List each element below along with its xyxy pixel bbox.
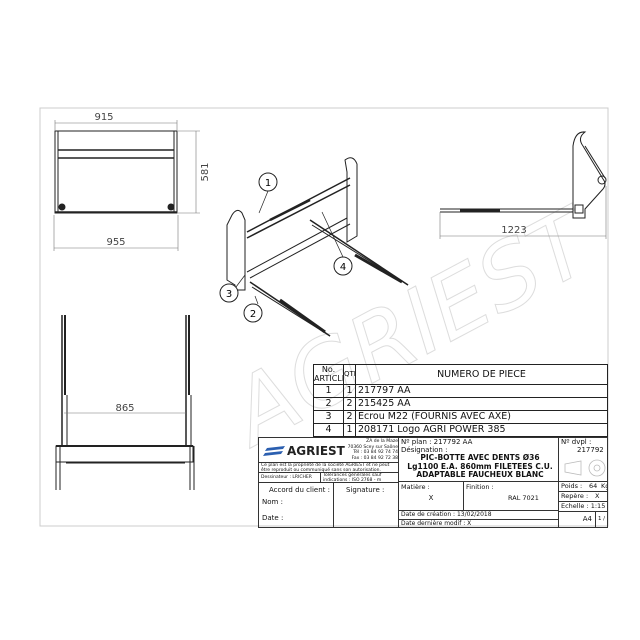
dim-955: 955 [106,237,125,248]
address-line-3: Tél : 03 84 92 74 74 [353,450,398,455]
client-approval-label: Accord du client : [269,486,330,494]
sheet-number: 1 / 1 [595,511,608,528]
signature-label: Signature : [346,486,385,494]
dvpl-value: 217792 [577,446,604,454]
balloon-2-label: 2 [250,309,256,320]
signature-cell: Signature : [333,482,399,528]
balloon-2 [243,303,263,323]
material-value: X [428,494,434,502]
dvpl-label: Nº dvpl : [561,438,592,446]
balloon-1 [258,172,278,192]
row-2-article: 2 [313,397,344,411]
dim-865: 865 [115,403,134,414]
address-line-2: 70360 Scey sur Saône [347,444,398,450]
header-part: NUMERO DE PIECE [355,364,608,385]
dim-1223: 1223 [501,225,526,236]
header-article: No.ARTICLE [313,364,344,385]
finish-value: RAL 7021 [508,494,539,502]
weight-unit: Kg [601,482,607,490]
weight-label: Poids : [561,482,583,490]
address: ZA de la Maze 70360 Scey sur Saône Tél :… [345,439,398,461]
last-modified: Date dernière modif : X [398,519,559,528]
weight-value: 64 [589,482,598,490]
side-view [439,131,607,239]
agriest-logo-icon [263,446,285,456]
address-line-1: ZA de la Maze [366,439,398,444]
plan-number: Nº plan : 217792 AA [401,438,473,446]
mark-label: Repère : [561,492,589,500]
finish-label: Finition : [466,483,494,491]
front-view [55,315,195,490]
row-4-part: 208171 Logo AGRI POWER 385 [355,423,608,437]
dim-915: 915 [94,112,113,123]
row-1-article: 1 [313,384,344,398]
projection-symbol-icon [564,459,606,477]
dvpl-cell: Nº dvpl : 217792 [558,437,608,482]
top-view [53,120,200,251]
balloon-4-label: 4 [340,262,346,273]
drawing-frame [39,107,609,527]
designation-cell: Nº plan : 217792 AA Désignation : PIC-BO… [398,437,559,482]
client-approval-cell: Accord du client : Nom : Date : [258,482,334,528]
row-2-part: 215425 AA [355,397,608,411]
balloon-1-label: 1 [265,178,271,189]
designation-label: Désignation : [401,446,448,454]
logo-text: AGRIEST [287,444,345,458]
designation: PIC-BOTTE AVEC DENTS Ø36 Lg1100 E.A. 860… [407,453,553,479]
material-cell: Matière : X [398,481,464,511]
logo-cell: AGRIEST ZA de la Maze 70360 Scey sur Saô… [258,437,399,463]
row-3-part: Ecrou M22 (FOURNIS AVEC AXE) [355,410,608,424]
dim-581: 581 [200,162,211,181]
balloon-3 [219,283,239,303]
address-line-4: Fax : 03 84 92 72 38 [351,455,398,461]
material-label: Matière : [401,483,430,491]
row-4-article: 4 [313,423,344,437]
date-label: Date : [262,514,284,522]
balloon-4 [333,256,353,276]
row-3-article: 3 [313,410,344,424]
balloon-3-label: 3 [226,289,232,300]
isometric-view [219,157,409,337]
finish-cell: Finition : RAL 7021 [463,481,559,511]
name-label: Nom : [262,498,283,506]
row-1-part: 217797 AA [355,384,608,398]
paper-format: A4 [558,511,596,528]
mark-value: X [595,492,600,500]
